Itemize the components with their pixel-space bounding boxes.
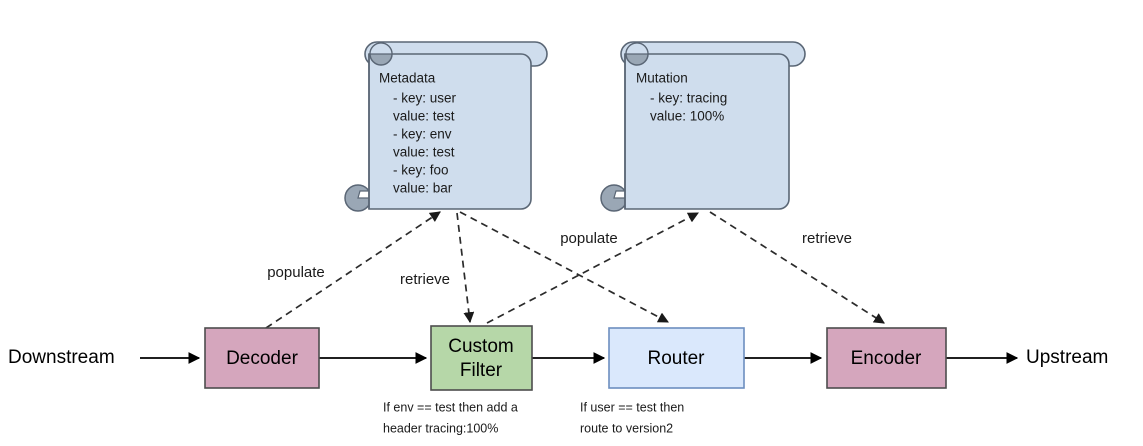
node-custom-filter[interactable]: Custom Filter bbox=[430, 325, 533, 391]
endpoint-upstream-label: Upstream bbox=[1026, 347, 1108, 368]
scroll-mutation-line-1: value: 100% bbox=[650, 109, 724, 124]
edge-label-retrieve-metadata: retrieve bbox=[400, 271, 450, 288]
node-custom-filter-label-line2: Filter bbox=[460, 360, 503, 381]
scroll-metadata-line-5: value: bar bbox=[393, 181, 453, 196]
scroll-metadata-line-1: value: test bbox=[393, 109, 455, 124]
scroll-metadata-line-2: - key: env bbox=[393, 127, 452, 142]
scroll-metadata-line-3: value: test bbox=[393, 145, 455, 160]
scroll-mutation-line-0: - key: tracing bbox=[650, 91, 727, 106]
caption-custom-filter: If env == test then add a header tracing… bbox=[383, 400, 518, 435]
edge-metadata-to-custom-filter bbox=[456, 212, 475, 324]
node-decoder-label: Decoder bbox=[226, 348, 298, 369]
caption-custom-filter-line2: header tracing:100% bbox=[383, 421, 498, 435]
edge-mutation-to-encoder bbox=[709, 211, 885, 324]
scroll-mutation-title: Mutation bbox=[636, 71, 688, 86]
endpoint-downstream-label: Downstream bbox=[8, 347, 115, 368]
scroll-metadata-line-0: - key: user bbox=[393, 91, 457, 106]
node-router[interactable]: Router bbox=[608, 327, 745, 389]
caption-router: If user == test then route to version2 bbox=[580, 400, 684, 435]
edge-label-populate-metadata: populate bbox=[267, 264, 325, 281]
edge-custom-filter-to-mutation bbox=[486, 212, 699, 324]
scroll-metadata-title: Metadata bbox=[379, 71, 436, 86]
scroll-metadata-line-4: - key: foo bbox=[393, 163, 449, 178]
edge-metadata-to-router bbox=[459, 211, 669, 323]
edge-label-populate-mutation: populate bbox=[560, 230, 618, 247]
scroll-metadata: Metadata - key: user value: test - key: … bbox=[344, 41, 548, 212]
node-decoder[interactable]: Decoder bbox=[204, 327, 320, 389]
node-custom-filter-label-line1: Custom bbox=[448, 336, 513, 357]
caption-router-line1: If user == test then bbox=[580, 400, 684, 414]
caption-custom-filter-line1: If env == test then add a bbox=[383, 400, 518, 414]
scroll-mutation: Mutation - key: tracing value: 100% bbox=[600, 41, 806, 212]
edge-decoder-to-metadata bbox=[265, 211, 441, 329]
edge-label-retrieve-mutation: retrieve bbox=[802, 230, 852, 247]
node-encoder-label: Encoder bbox=[851, 348, 922, 369]
node-router-label: Router bbox=[647, 348, 705, 369]
caption-router-line2: route to version2 bbox=[580, 421, 673, 435]
node-encoder[interactable]: Encoder bbox=[826, 327, 947, 389]
